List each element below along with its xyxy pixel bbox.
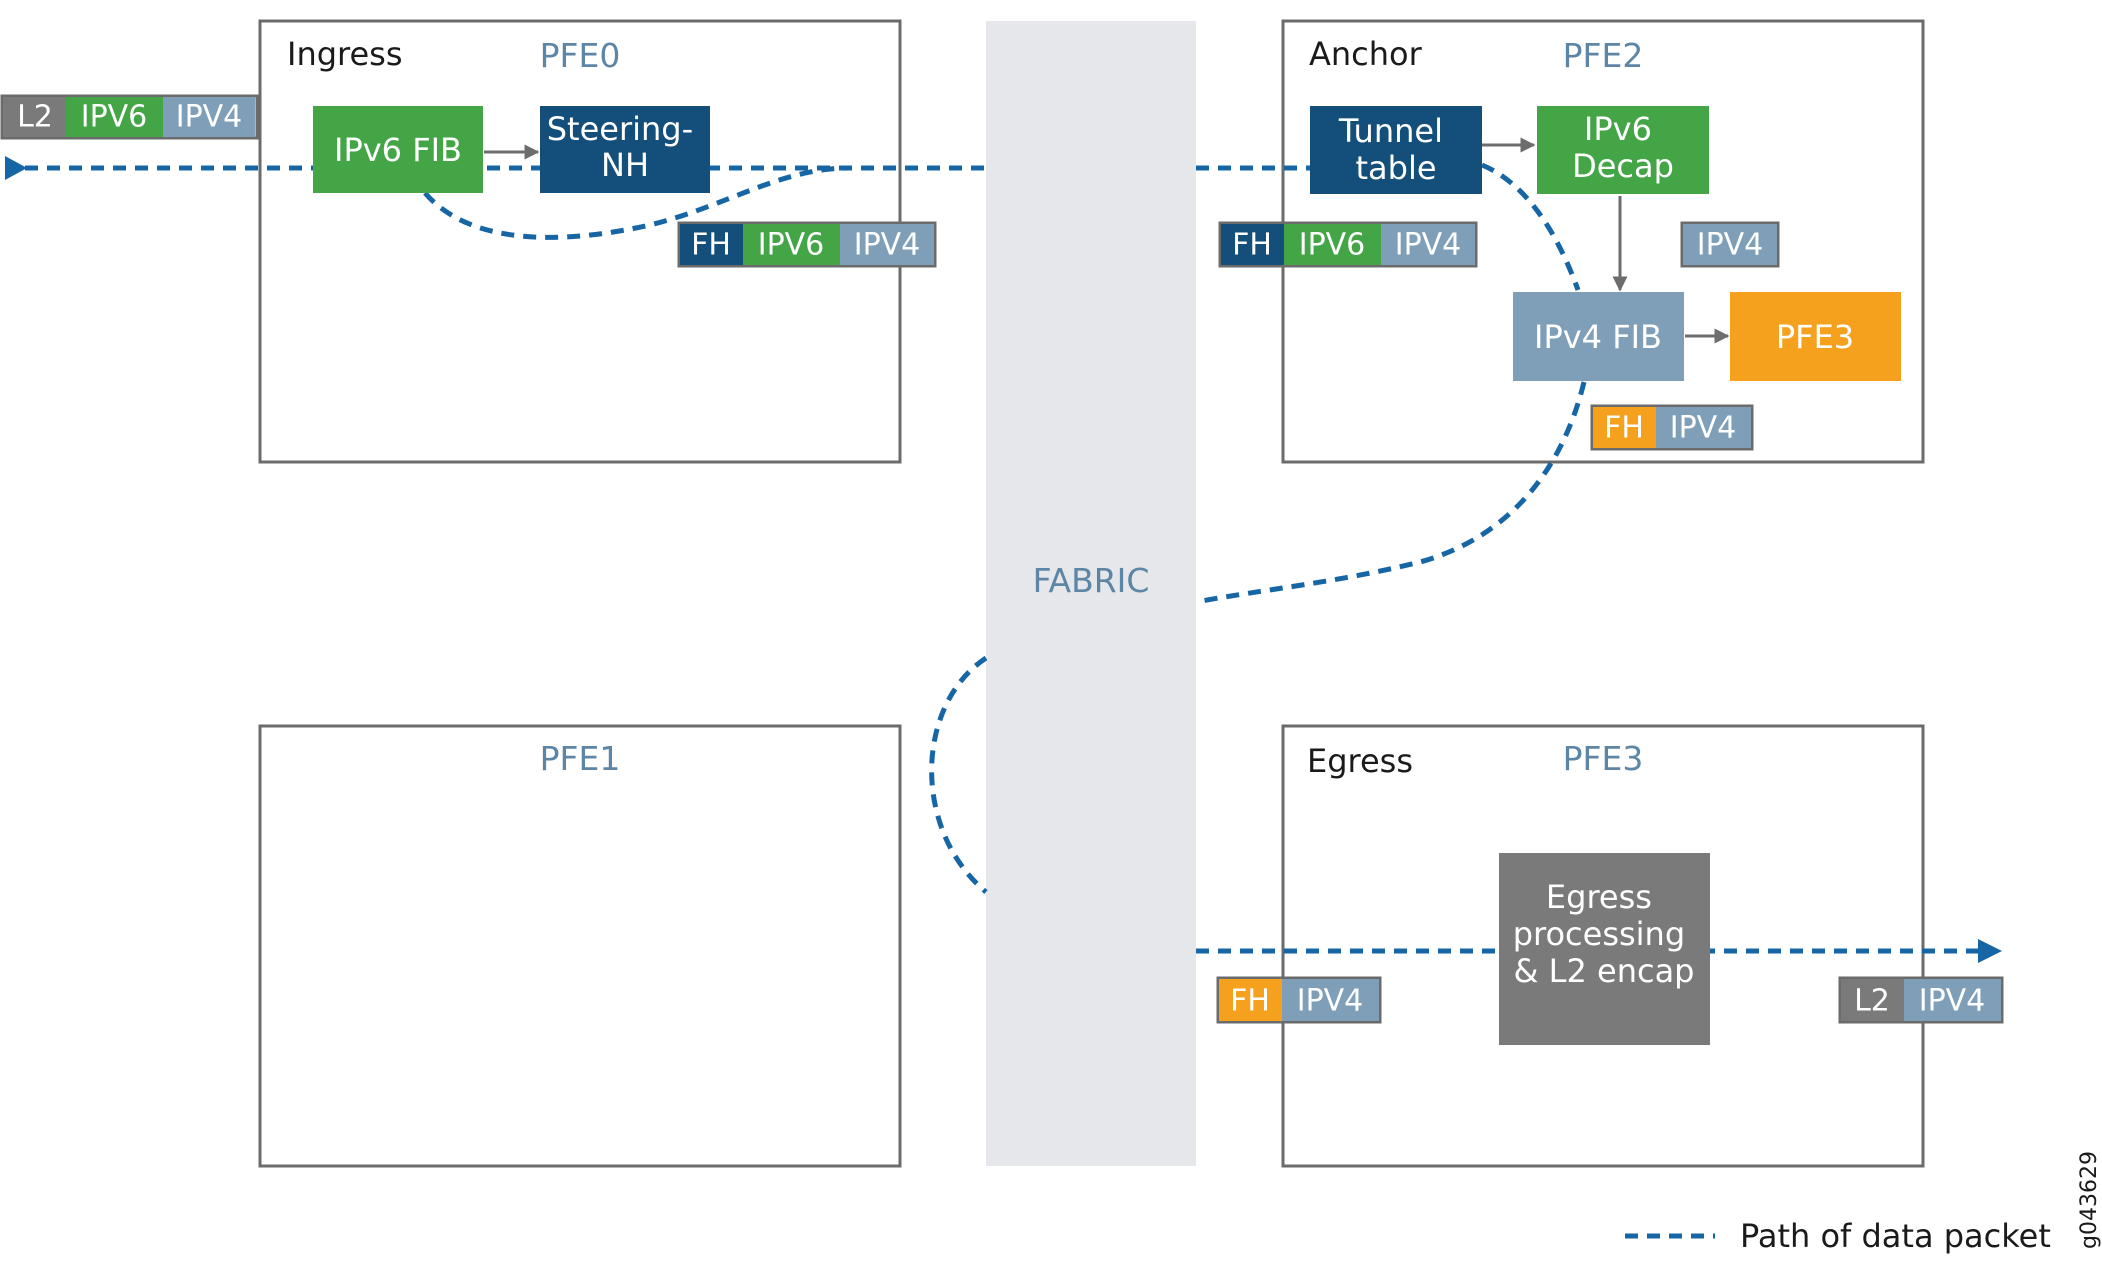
packet-incoming: L2 IPV6 IPV4 bbox=[0, 94, 259, 140]
pfe3-target-block: PFE3 bbox=[1730, 292, 1901, 381]
packet-egress-in-fh: FH bbox=[1230, 984, 1270, 1019]
pfe2-role-label: Anchor bbox=[1309, 35, 1423, 73]
pfe0-name-label: PFE0 bbox=[540, 36, 621, 75]
pfe3-name-label: PFE3 bbox=[1563, 739, 1644, 778]
svg-text:Steering- NH: Steering- NH bbox=[547, 110, 704, 184]
packet-egress-in-ipv4: IPV4 bbox=[1297, 984, 1364, 1019]
packet-incoming-ipv6: IPV6 bbox=[81, 100, 148, 135]
egress-processing-label-line1: Egress bbox=[1546, 878, 1652, 916]
path-start-marker bbox=[5, 156, 27, 180]
ipv4-fib-block: IPv4 FIB bbox=[1513, 292, 1684, 381]
fabric-label: FABRIC bbox=[1033, 561, 1150, 600]
packet-ingress-out-ipv6: IPV6 bbox=[758, 228, 825, 263]
path-segment-fabric-loop bbox=[929, 655, 988, 894]
packet-outgoing-ipv4: IPV4 bbox=[1919, 984, 1986, 1019]
packet-ingress-out-fh: FH bbox=[691, 228, 731, 263]
pfe0-role-label: Ingress bbox=[287, 35, 403, 73]
packet-anchor-in-ipv6: IPV6 bbox=[1299, 228, 1366, 263]
ipv6-fib-label: IPv6 FIB bbox=[334, 131, 462, 169]
svg-text:PFE3: PFE3 bbox=[1776, 318, 1854, 356]
steering-nh-label-line2: NH bbox=[601, 146, 649, 184]
packet-ingress-out-ipv4: IPV4 bbox=[854, 228, 921, 263]
packet-anchor-out: FH IPV4 bbox=[1590, 404, 1754, 451]
packet-after-decap-ipv4: IPV4 bbox=[1697, 228, 1764, 263]
path-segment-tunnel-to-ipv4fib bbox=[1481, 162, 1581, 291]
packet-outgoing-l2: L2 bbox=[1854, 984, 1890, 1019]
pfe2-name-label: PFE2 bbox=[1563, 36, 1644, 75]
ipv6-decap-block: IPv6 Decap bbox=[1537, 106, 1709, 194]
packet-path bbox=[25, 162, 1980, 954]
packet-outgoing: L2 IPV4 bbox=[1838, 976, 2004, 1024]
steering-nh-label-line1: Steering- bbox=[547, 110, 693, 148]
ipv6-fib-block: IPv6 FIB bbox=[313, 106, 483, 193]
ipv6-decap-label-line1: IPv6 bbox=[1584, 110, 1652, 148]
svg-text:IPv6 Decap: IPv6 Decap bbox=[1572, 110, 1674, 185]
tunnel-table-block: Tunnel table bbox=[1310, 106, 1482, 194]
egress-processing-label-line2: processing bbox=[1513, 915, 1685, 953]
svg-text:Egress processing: Egress processing & L2 encap bbox=[1513, 878, 1696, 990]
tunnel-table-label-line2: table bbox=[1355, 149, 1436, 187]
svg-text:IPv4 FIB: IPv4 FIB bbox=[1534, 318, 1662, 356]
legend-label: Path of data packet bbox=[1740, 1217, 2051, 1255]
packet-anchor-out-fh: FH bbox=[1604, 411, 1644, 446]
legend: Path of data packet bbox=[1625, 1217, 2051, 1255]
pfe3-target-label: PFE3 bbox=[1776, 318, 1854, 356]
packet-after-decap: IPV4 bbox=[1680, 221, 1780, 268]
fabric-column bbox=[986, 21, 1196, 1166]
path-segment-fib-loop bbox=[423, 165, 851, 240]
pfe3-role-label: Egress bbox=[1307, 742, 1413, 780]
packet-anchor-in: FH IPV6 IPV4 bbox=[1218, 221, 1478, 268]
egress-processing-block: Egress processing & L2 encap bbox=[1499, 853, 1710, 1045]
pfe0-box: Ingress PFE0 bbox=[258, 19, 902, 464]
pfe3-box: Egress PFE3 bbox=[1281, 724, 1925, 1168]
packet-ingress-out: FH IPV6 IPV4 bbox=[677, 221, 937, 268]
figure-id: g043629 bbox=[2077, 1151, 2102, 1249]
steering-nh-block: Steering- NH bbox=[540, 106, 710, 193]
ipv6-decap-label-line2: Decap bbox=[1572, 147, 1674, 185]
pfe1-box: PFE1 bbox=[258, 724, 902, 1168]
egress-processing-label-line3: & L2 encap bbox=[1514, 952, 1695, 990]
packet-anchor-out-ipv4: IPV4 bbox=[1670, 411, 1737, 446]
svg-text:Tunnel table: Tunnel table bbox=[1338, 112, 1453, 187]
path-segment-ipv4fib-to-fabric bbox=[1195, 381, 1587, 605]
packet-anchor-in-ipv4: IPV4 bbox=[1395, 228, 1462, 263]
tunnel-table-label-line1: Tunnel bbox=[1338, 112, 1443, 150]
path-end-arrowhead bbox=[1978, 939, 2002, 963]
pfe2-box: Anchor PFE2 bbox=[1281, 19, 1925, 464]
pfe1-name-label: PFE1 bbox=[540, 739, 621, 778]
svg-text:IPv6 FIB: IPv6 FIB bbox=[334, 131, 462, 169]
packet-egress-in: FH IPV4 bbox=[1216, 976, 1382, 1024]
packet-anchor-in-fh: FH bbox=[1232, 228, 1272, 263]
packet-incoming-ipv4: IPV4 bbox=[176, 100, 243, 135]
ipv4-fib-label: IPv4 FIB bbox=[1534, 318, 1662, 356]
packet-incoming-l2: L2 bbox=[17, 100, 53, 135]
